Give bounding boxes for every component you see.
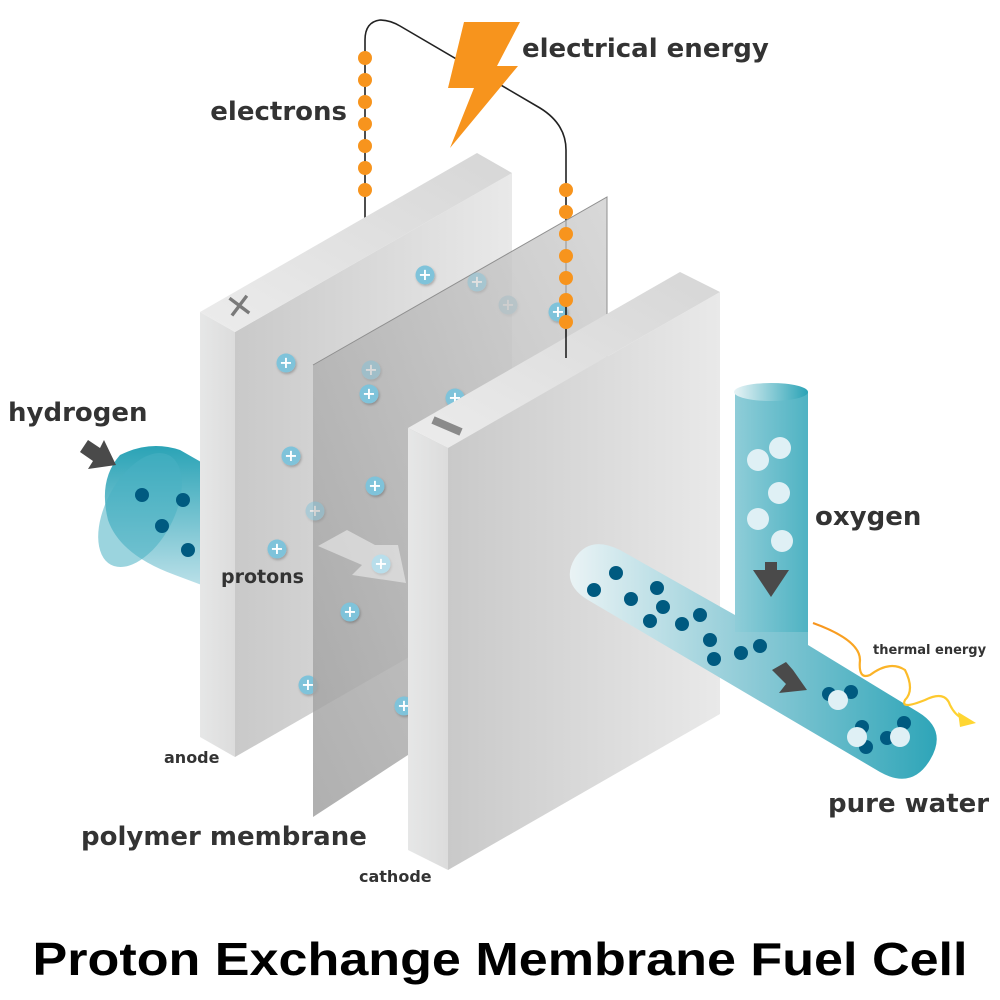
- label-electrons: electrons: [210, 97, 347, 127]
- svg-text:✕: ✕: [223, 285, 257, 329]
- electrons-left: [358, 51, 372, 197]
- hydrogen-pipe: [98, 446, 215, 590]
- water-arrow-icon: [772, 662, 807, 693]
- page-title: Proton Exchange Membrane Fuel Cell: [33, 933, 968, 985]
- proton-icon: +: [365, 476, 385, 496]
- label-protons: protons: [221, 566, 304, 588]
- oxygen-water-pipe: [569, 383, 937, 779]
- lightning-bolt-icon: [448, 22, 520, 148]
- cathode-sign-icon: [431, 416, 463, 436]
- label-thermal-energy: thermal energy: [873, 643, 987, 658]
- label-oxygen: oxygen: [815, 502, 921, 532]
- proton-icon: +: [415, 265, 435, 285]
- label-anode: anode: [164, 748, 220, 767]
- proton-icon: +: [371, 554, 391, 574]
- proton-icon: +: [276, 353, 296, 373]
- proton-sign: +: [270, 539, 283, 558]
- proton-icon: +: [340, 602, 360, 622]
- proton-icon: +: [267, 539, 287, 559]
- label-electrical-energy: electrical energy: [522, 34, 769, 64]
- proton-sign: +: [301, 675, 314, 694]
- hydrogen-molecule: [181, 543, 195, 557]
- proton-sign: +: [551, 302, 564, 321]
- proton-sign: +: [362, 384, 375, 403]
- thermal-energy-wave: [812, 621, 963, 720]
- hydrogen-molecule: [176, 493, 190, 507]
- label-pure-water: pure water: [828, 789, 989, 819]
- label-cathode: cathode: [359, 867, 432, 886]
- proton-sign: +: [374, 554, 387, 573]
- oxygen-molecule: [769, 437, 791, 459]
- hydrogen-molecule: [155, 519, 169, 533]
- oxygen-molecule: [747, 449, 769, 471]
- electrons-right: [559, 183, 573, 329]
- hydrogen-arrow-icon: [80, 440, 116, 469]
- faded-protons: + + +: [305, 272, 487, 521]
- oxygen-molecule: [768, 482, 790, 504]
- anode-protons: + + + + + +: [267, 265, 518, 695]
- proton-sign: +: [279, 353, 292, 372]
- proton-icon: +: [305, 501, 325, 521]
- thermal-arrow-icon: [958, 712, 976, 727]
- oxygen-molecule: [747, 508, 769, 530]
- anode-sign-icon: ✕: [223, 285, 257, 329]
- proton-sign: +: [284, 446, 297, 465]
- proton-sign: +: [368, 476, 381, 495]
- circuit-wire: [364, 19, 567, 358]
- label-hydrogen: hydrogen: [8, 398, 148, 428]
- proton-sign: +: [308, 501, 321, 520]
- proton-icon: +: [359, 384, 379, 404]
- proton-icon: +: [298, 675, 318, 695]
- proton-sign: +: [418, 265, 431, 284]
- hydrogen-flow: [587, 566, 767, 666]
- proton-sign: +: [343, 602, 356, 621]
- oxygen-molecule: [771, 530, 793, 552]
- proton-flow-arrow: [318, 530, 406, 583]
- proton-icon: +: [467, 272, 487, 292]
- proton-sign: +: [470, 272, 483, 291]
- proton-sign: +: [397, 696, 410, 715]
- label-polymer-membrane: polymer membrane: [81, 822, 367, 852]
- proton-sign: +: [364, 360, 377, 379]
- water-molecules: [822, 685, 911, 754]
- hydrogen-molecule: [135, 488, 149, 502]
- proton-icon: +: [361, 360, 381, 380]
- oxygen-arrow-icon: [753, 562, 789, 597]
- proton-icon: +: [281, 446, 301, 466]
